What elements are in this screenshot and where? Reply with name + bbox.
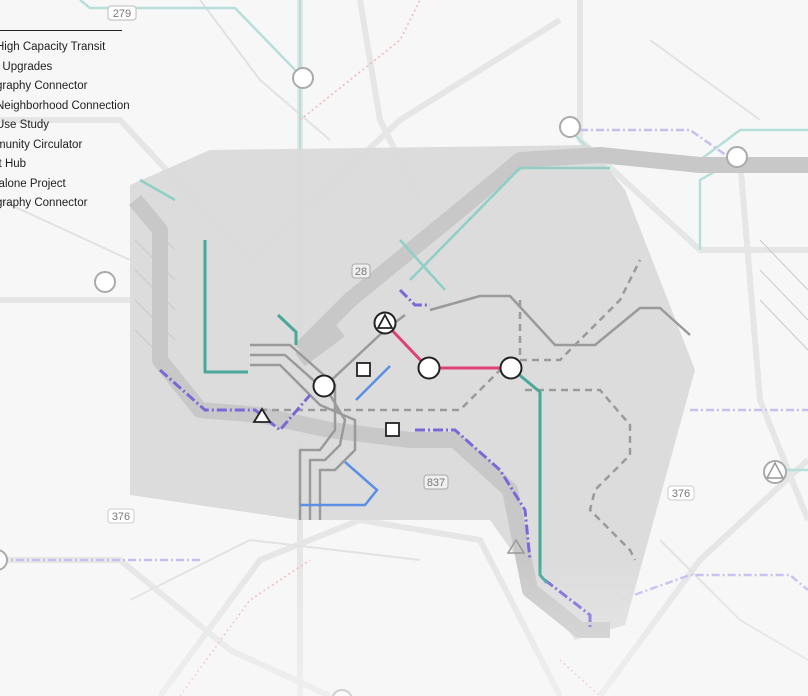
triangle-hub-icon [252,407,272,423]
legend-item: graphy Connector [0,80,88,92]
study-area [130,145,695,640]
triangle-hub-icon [765,461,785,479]
bottom-fade [0,560,808,696]
circle-station-icon [312,374,336,398]
svg-text:28: 28 [355,266,367,278]
svg-text:837: 837 [427,477,445,489]
route-shield-376-right: 376 [667,485,695,501]
legend-divider [0,30,122,31]
teal-light-lines [139,166,610,291]
circle-station-icon [292,67,314,89]
svg-text:376: 376 [112,511,130,523]
square-marker-icon [385,422,400,437]
circle-station-icon [559,116,581,138]
route-shield-279: 279 [107,5,137,21]
blue-lines [300,365,391,507]
legend-item: lalone Project [0,177,66,190]
legend-item: Neighborhood Connection [0,99,130,112]
legend-item: graphy Connector [0,197,88,209]
circle-station-icon [94,271,116,293]
circle-station-icon [726,146,748,168]
legend-item: munity Circulator [0,138,83,151]
svg-text:376: 376 [672,488,690,500]
svg-text:279: 279 [113,8,131,20]
legend-item: Use Study [0,119,50,131]
triangle-hub-icon [376,313,394,329]
legend-item: it Hub [0,158,27,170]
square-marker-icon [356,362,371,377]
route-shield-28: 28 [351,263,371,279]
legend-item: High Capacity Transit [0,41,106,53]
route-shield-837: 837 [423,474,449,490]
gray-dashed-lines [260,259,642,561]
circle-station-icon [499,356,523,380]
route-shield-376-left: 376 [107,508,135,524]
map-legend: High Capacity Transit t Upgrades graphy … [0,30,130,214]
circle-station-icon [417,356,441,380]
triangle-hub-icon [506,538,526,554]
legend-item: t Upgrades [0,60,53,73]
